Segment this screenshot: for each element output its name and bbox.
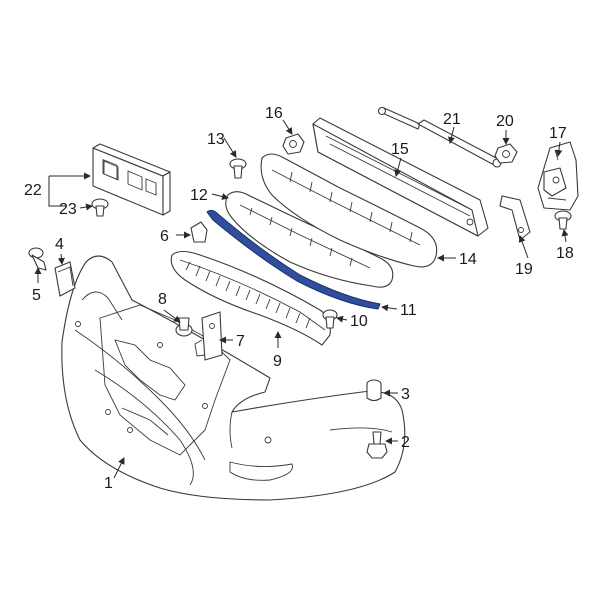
nut-16[interactable]	[282, 133, 305, 155]
callout-10: 10	[350, 313, 368, 330]
callout-16: 16	[265, 105, 283, 122]
callout-14: 14	[459, 251, 477, 268]
callout-8: 8	[158, 291, 167, 308]
license-plate-bracket[interactable]	[92, 143, 171, 216]
part-4[interactable]	[54, 261, 76, 297]
nut-20[interactable]	[494, 143, 518, 164]
absorber-14[interactable]	[260, 153, 438, 268]
leader-lines	[34, 119, 569, 479]
reinforcement-beam-15[interactable]	[312, 117, 489, 237]
callout-labels: 1 2 3 4 5 6 7 8 9 10 11 12 13 14 15 16 1…	[24, 105, 574, 492]
callout-3: 3	[401, 386, 410, 403]
callout-23: 23	[59, 201, 77, 218]
reinforcement-strip-11[interactable]	[206, 209, 381, 310]
bolt-8[interactable]	[175, 317, 193, 337]
callout-6: 6	[160, 228, 169, 245]
mount-17[interactable]	[537, 141, 579, 211]
strut-21[interactable]	[377, 106, 502, 168]
callout-4: 4	[55, 236, 64, 253]
bolt-13[interactable]	[229, 158, 247, 179]
callout-11: 11	[400, 302, 417, 319]
callout-19: 19	[515, 261, 533, 278]
callout-13: 13	[207, 131, 225, 148]
callout-20: 20	[496, 113, 514, 130]
clip-5[interactable]	[28, 247, 47, 271]
spacer-3[interactable]	[366, 379, 382, 402]
screw-23[interactable]	[91, 198, 109, 217]
upper-absorber-12[interactable]	[225, 191, 394, 288]
callout-18: 18	[556, 245, 574, 262]
callout-12: 12	[190, 187, 208, 204]
callout-2: 2	[401, 434, 410, 451]
bolt-18[interactable]	[554, 210, 572, 230]
callout-1: 1	[104, 475, 113, 492]
callout-21: 21	[443, 111, 461, 128]
callout-9: 9	[273, 353, 282, 370]
bolt-2[interactable]	[366, 431, 388, 459]
bolt-10[interactable]	[322, 309, 338, 329]
bracket-7[interactable]	[194, 311, 223, 361]
callout-17: 17	[549, 125, 567, 142]
bumper-cover[interactable]	[61, 255, 406, 501]
callout-7: 7	[236, 333, 245, 350]
energy-absorber[interactable]	[170, 250, 331, 346]
clip-6[interactable]	[190, 221, 208, 243]
callout-15: 15	[391, 141, 409, 158]
callout-22: 22	[24, 182, 42, 199]
bracket-19[interactable]	[499, 195, 531, 241]
callout-5: 5	[32, 287, 41, 304]
